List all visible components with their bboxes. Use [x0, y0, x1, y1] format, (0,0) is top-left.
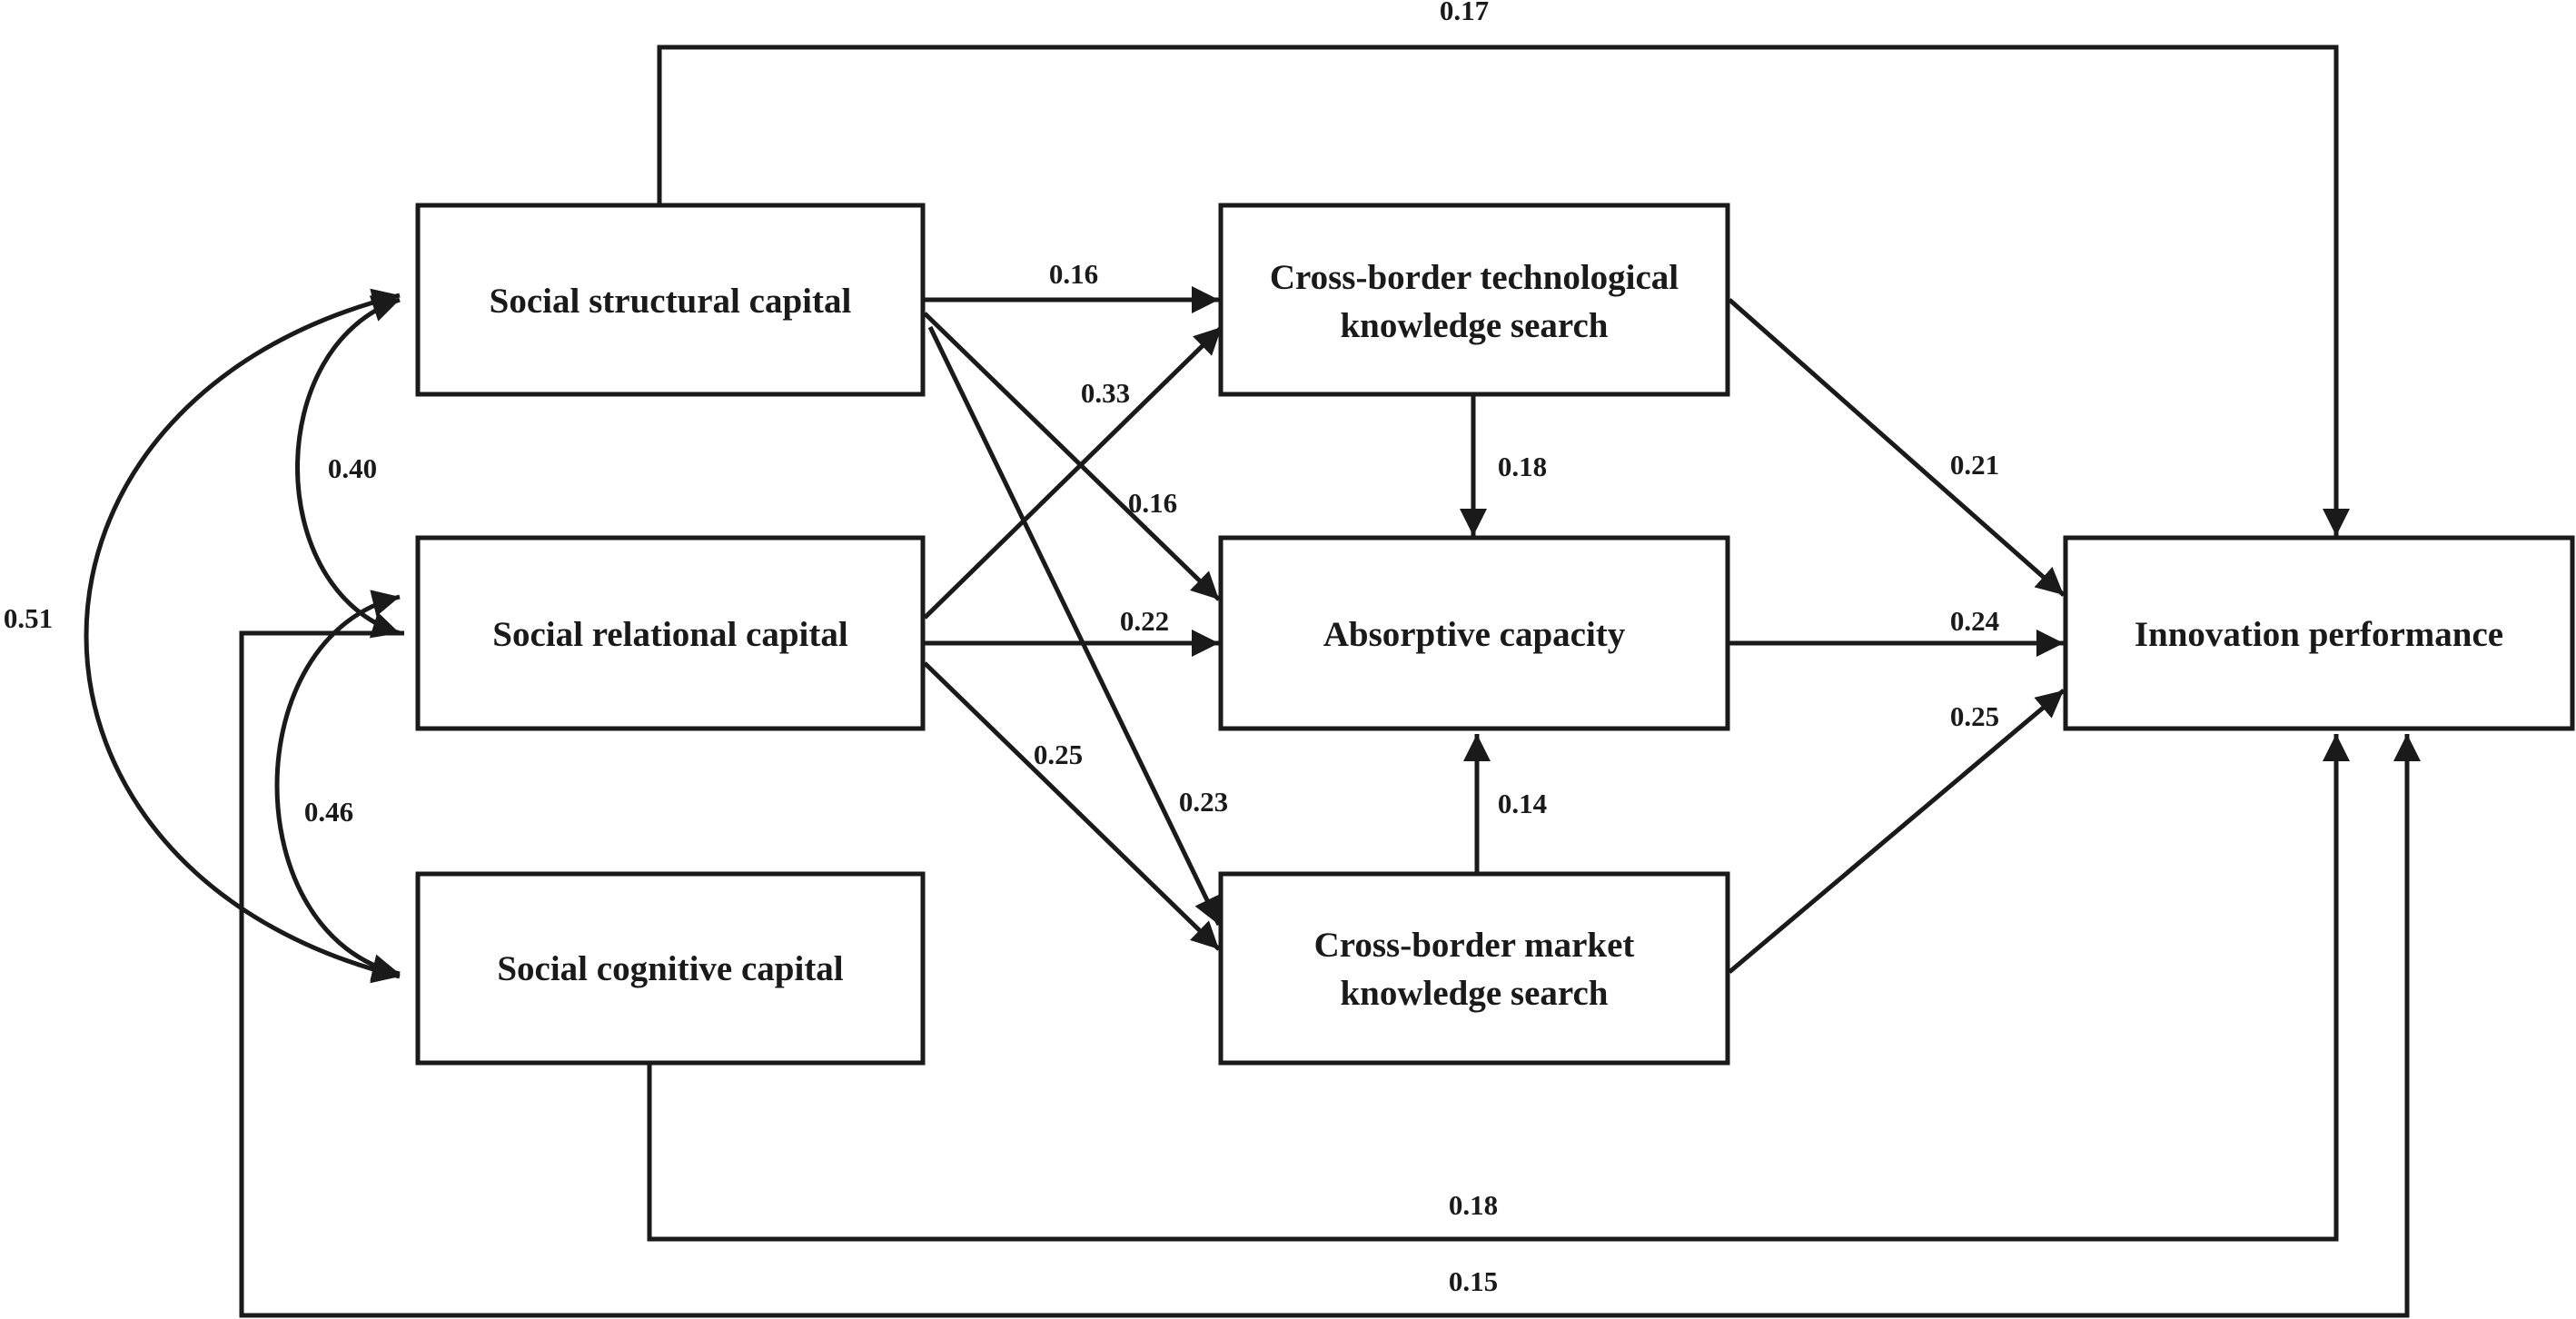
edge-structural-to-market	[927, 325, 1222, 927]
node-label-line2: knowledge search	[1340, 306, 1608, 345]
coef-structural-to-absorptive: 0.16	[1128, 487, 1177, 519]
node-innovation-performance: Innovation performance	[2063, 535, 2575, 731]
edge-structural-to-innovation	[657, 45, 2350, 536]
nodes: Social structural capital Social relatio…	[415, 203, 2575, 1066]
node-social-cognitive-capital: Social cognitive capital	[415, 871, 926, 1066]
edge-market-to-innovation	[1728, 689, 2066, 974]
coef-structural-to-innovation: 0.17	[1440, 0, 1489, 26]
edge-cognitive-to-innovation	[647, 734, 2350, 1242]
node-absorptive-capacity: Absorptive capacity	[1218, 535, 1730, 731]
edge-tech-to-innovation	[1728, 298, 2066, 597]
node-social-relational-capital: Social relational capital	[415, 535, 926, 731]
node-label-line1: Cross-border technological	[1270, 258, 1679, 297]
node-label: Innovation performance	[2135, 615, 2503, 654]
edge-relational-to-market	[923, 661, 1221, 951]
coef-corr-structural-relational: 0.40	[328, 452, 377, 484]
coef-cognitive-to-innovation: 0.18	[1449, 1189, 1498, 1221]
coef-market-to-innovation: 0.25	[1950, 700, 1999, 732]
node-tech-knowledge-search: Cross-border technological knowledge sea…	[1218, 203, 1730, 397]
corr-structural-relational	[295, 295, 401, 639]
corr-relational-cognitive	[274, 590, 401, 981]
coef-corr-structural-cognitive: 0.51	[4, 602, 53, 634]
coef-corr-relational-cognitive: 0.46	[304, 796, 353, 828]
edge-structural-to-absorptive	[923, 312, 1221, 601]
corr-structural-cognitive	[84, 288, 401, 984]
coef-structural-to-tech: 0.16	[1049, 258, 1098, 290]
node-label-line1: Cross-border market	[1314, 926, 1635, 965]
edges	[84, 45, 2421, 1318]
node-market-knowledge-search: Cross-border market knowledge search	[1218, 871, 1730, 1066]
coef-relational-to-absorptive: 0.22	[1120, 605, 1169, 637]
node-label-line2: knowledge search	[1340, 974, 1608, 1013]
coef-market-to-absorptive: 0.14	[1498, 788, 1547, 819]
coef-tech-to-absorptive: 0.18	[1498, 451, 1547, 482]
node-label: Absorptive capacity	[1323, 615, 1626, 654]
node-label: Social cognitive capital	[497, 949, 843, 988]
node-label: Social structural capital	[490, 282, 852, 321]
coef-absorptive-to-innovation: 0.24	[1950, 605, 1999, 637]
coef-structural-to-market: 0.23	[1179, 786, 1228, 818]
coef-relational-to-tech: 0.33	[1081, 377, 1130, 409]
coef-relational-to-market: 0.25	[1034, 739, 1083, 770]
coef-tech-to-innovation: 0.21	[1950, 449, 1999, 481]
node-label: Social relational capital	[492, 615, 848, 654]
edge-relational-to-innovation	[239, 630, 2421, 1318]
coefficients: 0.17 0.16 0.33 0.16 0.22 0.25 0.23 0.18 …	[4, 0, 1999, 1297]
edge-relational-to-tech	[923, 325, 1224, 620]
coef-relational-to-innovation: 0.15	[1449, 1265, 1498, 1297]
node-social-structural-capital: Social structural capital	[415, 203, 926, 397]
